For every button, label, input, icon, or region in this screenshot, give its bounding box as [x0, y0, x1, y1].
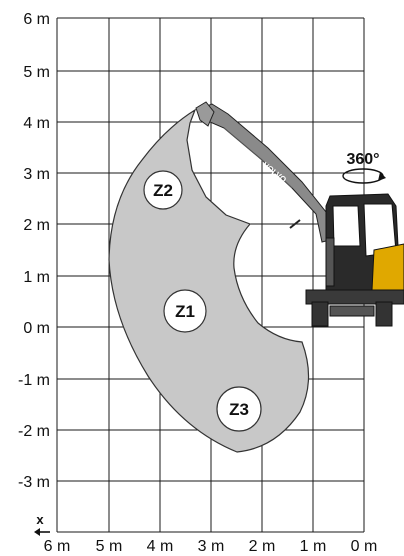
y-label-6: 6 m: [23, 11, 50, 28]
y-label-2: 2 m: [23, 217, 50, 234]
x-label-6: 6 m: [44, 538, 71, 555]
x-label-3: 3 m: [198, 538, 225, 555]
x-label-0: 0 m: [351, 538, 378, 555]
y-label-minus1: -1 m: [18, 372, 50, 389]
x-label-2: 2 m: [249, 538, 276, 555]
x-axis-indicator: x: [34, 512, 50, 536]
x-label-4: 4 m: [147, 538, 174, 555]
y-label-1: 1 m: [23, 269, 50, 286]
y-label-minus3: -3 m: [18, 474, 50, 491]
y-label-minus2: -2 m: [18, 423, 50, 440]
zone-z3-label: Z3: [229, 400, 249, 419]
rotation-arrow: [342, 168, 384, 184]
excavator-illustration: VOLVO 360°: [195, 101, 404, 327]
zone-z3: Z3: [216, 386, 262, 432]
cab-window-front: [332, 205, 361, 247]
rotation-label: 360°: [346, 151, 379, 168]
y-label-3: 3 m: [23, 166, 50, 183]
zone-z2-label: Z2: [153, 181, 173, 200]
y-label-4: 4 m: [23, 115, 50, 132]
zone-z1: Z1: [163, 289, 207, 333]
excavator-bucket-link: [195, 101, 215, 127]
zone-z1-label: Z1: [175, 302, 195, 321]
zone-z2: Z2: [143, 170, 183, 210]
excavator-base: [305, 289, 404, 305]
x-axis-arrow-icon: [34, 528, 40, 536]
x-axis-labels: 6 m 5 m 4 m 3 m 2 m 1 m 0 m: [44, 538, 378, 555]
x-axis-name: x: [36, 512, 44, 527]
y-label-5: 5 m: [23, 64, 50, 81]
cab-body-yellow: [371, 243, 404, 291]
y-label-0: 0 m: [23, 320, 50, 337]
y-axis-labels: 6 m 5 m 4 m 3 m 2 m 1 m 0 m -1 m -2 m -3…: [18, 11, 50, 491]
x-label-5: 5 m: [96, 538, 123, 555]
x-label-1: 1 m: [300, 538, 327, 555]
